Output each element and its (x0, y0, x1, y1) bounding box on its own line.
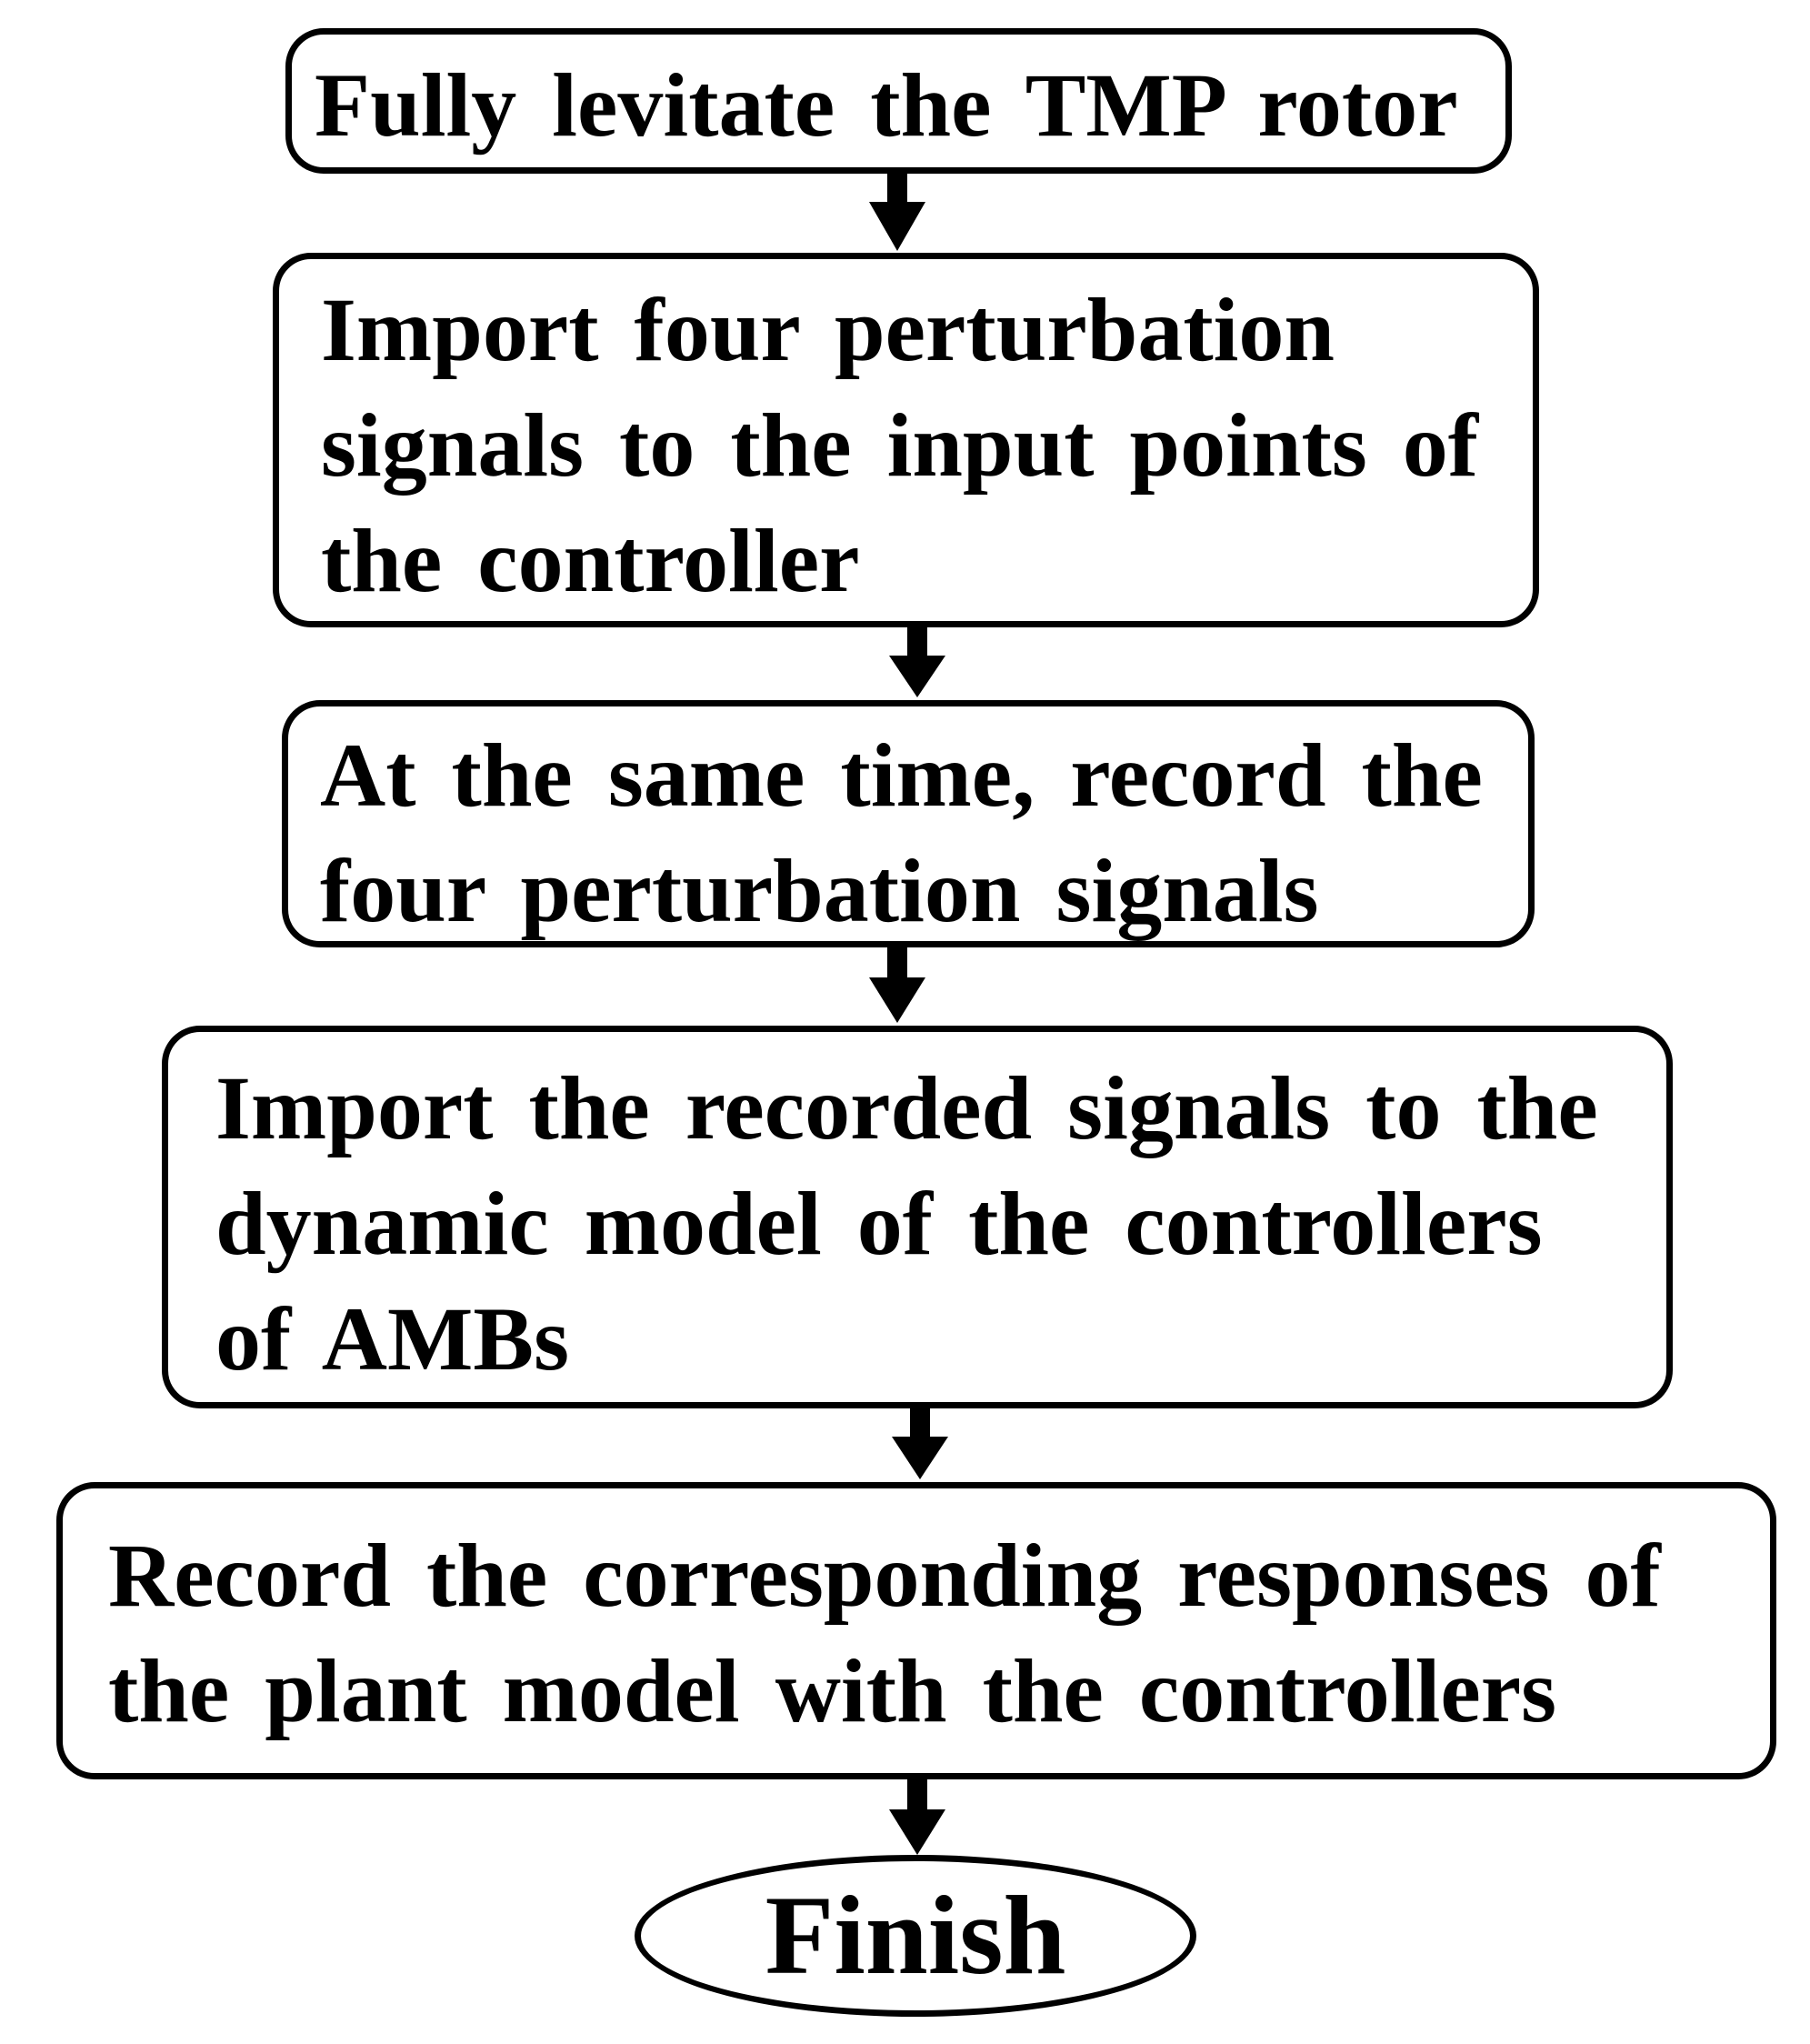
step-3-text: At the same time, record the four pertur… (320, 725, 1483, 941)
arrow-2 (889, 621, 945, 697)
step-2-text: Import four perturbation signals to the … (321, 279, 1479, 611)
finish-terminal: Finish (635, 1855, 1196, 2017)
arrow-5 (889, 1773, 945, 1855)
step-1-box: Fully levitate the TMP rotor (285, 28, 1512, 174)
step-4-box: Import the recorded signals to the dynam… (162, 1026, 1673, 1408)
arrow-4 (892, 1402, 948, 1479)
step-1-text: Fully levitate the TMP rotor (315, 55, 1458, 155)
step-5-text: Record the corresponding responses of th… (108, 1525, 1661, 1741)
step-3-box: At the same time, record the four pertur… (282, 700, 1535, 947)
arrow-1 (869, 167, 925, 251)
finish-text: Finish (765, 1873, 1066, 1998)
step-5-box: Record the corresponding responses of th… (56, 1482, 1776, 1779)
arrow-3 (869, 941, 925, 1023)
step-2-box: Import four perturbation signals to the … (273, 253, 1539, 627)
step-4-text: Import the recorded signals to the dynam… (215, 1057, 1598, 1389)
